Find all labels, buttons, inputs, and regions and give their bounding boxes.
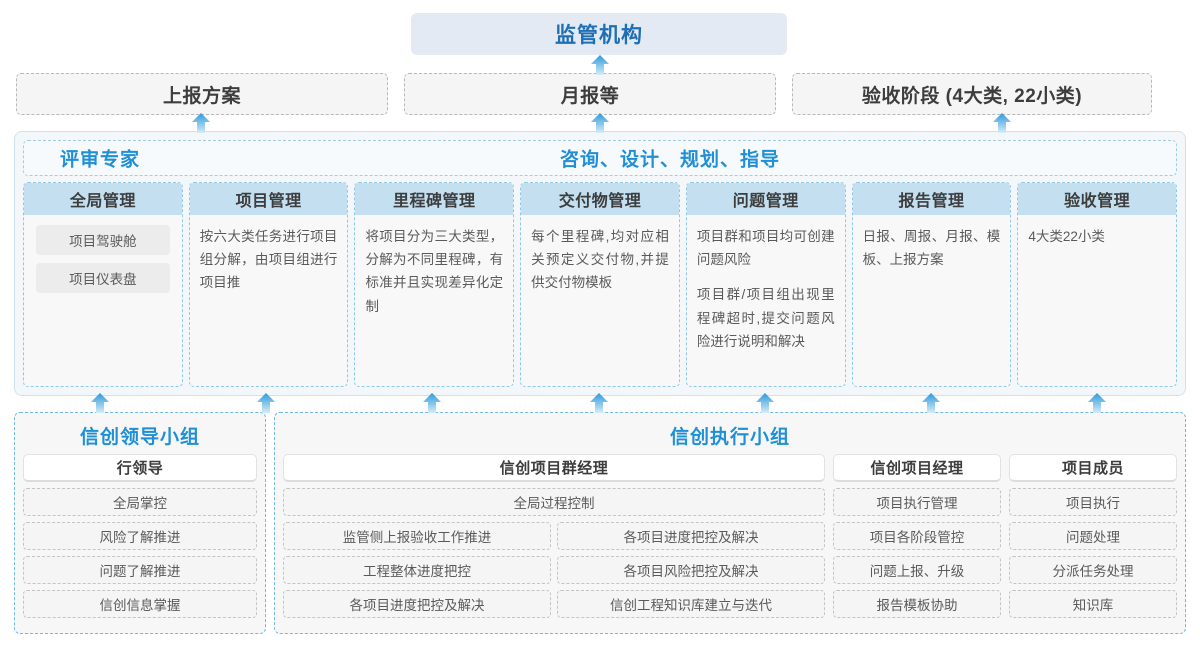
card-title: 里程碑管理 [355,183,514,215]
list-item[interactable]: 问题处理 [1009,522,1177,550]
card-paragraph: 项目群和项目均可创建问题风险 [696,229,835,268]
program-manager-head[interactable]: 信创项目群经理 [283,454,825,482]
card-body: 将项目分为三大类型，分解为不同里程碑，有标准并且实现差异化定制 [355,215,513,386]
management-card-list: 全局管理 项目驾驶舱 项目仪表盘 项目管理 按六大类任务进行项目组分解，由项目组… [23,182,1178,387]
panel-exec-group-title: 信创执行小组 [669,427,790,448]
list-item[interactable]: 信创信息掌握 [23,590,257,618]
exec-group-columns: 信创项目群经理 全局过程控制 监管侧上报验收工作推进 各项目进度把控及解决 工程… [283,454,1177,625]
role-review-expert-label: 评审专家 [60,149,141,171]
card-paragraph: 项目群/项目组出现里程碑超时,提交问题风险进行说明和解决 [696,287,835,349]
list-item[interactable]: 监管侧上报验收工作推进 [283,522,551,550]
card-chip-list: 项目驾驶舱 项目仪表盘 [24,215,182,303]
leader-group-item-list: 全局掌控 风险了解推进 问题了解推进 信创信息掌握 [23,488,257,625]
card-acceptance-management[interactable]: 验收管理 4大类22小类 [1017,182,1178,387]
card-paragraph: 4大类22小类 [1028,229,1105,244]
list-item[interactable]: 项目各阶段管控 [833,522,1001,550]
arrow-up-icon-col-5 [754,392,776,414]
list-item[interactable]: 全局掌控 [23,488,257,516]
arrow-up-icon-to-monthly [589,112,611,134]
program-manager-row: 工程整体进度把控 各项目风险把控及解决 [283,556,825,584]
list-item[interactable]: 问题了解推进 [23,556,257,584]
card-title: 项目管理 [189,183,348,215]
list-item[interactable]: 各项目风险把控及解决 [557,556,825,584]
card-milestone-management[interactable]: 里程碑管理 将项目分为三大类型，分解为不同里程碑，有标准并且实现差异化定制 [354,182,515,387]
card-report-management[interactable]: 报告管理 日报、周报、月报、模板、上报方案 [851,182,1012,387]
panel-leader-group: 信创领导小组 行领导 全局掌控 风险了解推进 问题了解推进 信创信息掌握 [14,412,266,634]
report-box-monthly: 月报等 [404,73,776,115]
card-paragraph: 每个里程碑,均对应相关预定义交付物,并提供交付物模板 [531,229,669,291]
column-project-member: 项目成员 项目执行 问题处理 分派任务处理 知识库 [1009,454,1177,625]
program-manager-row: 监管侧上报验收工作推进 各项目进度把控及解决 [283,522,825,550]
card-title: 验收管理 [1018,183,1177,215]
panel-exec-group: 信创执行小组 信创项目群经理 全局过程控制 监管侧上报验收工作推进 各项目进度把… [274,412,1186,634]
program-manager-full-item[interactable]: 全局过程控制 [283,488,825,516]
list-item[interactable]: 项目执行管理 [833,488,1001,516]
chip-item[interactable]: 项目仪表盘 [36,263,170,293]
report-box-monthly-label: 月报等 [560,85,620,107]
card-project-management[interactable]: 项目管理 按六大类任务进行项目组分解，由项目组进行项目推 [188,182,349,387]
list-item[interactable]: 分派任务处理 [1009,556,1177,584]
panel-leader-group-title: 信创领导小组 [79,427,200,448]
role-consulting-label: 咨询、设计、规划、指导 [559,149,780,171]
list-item[interactable]: 知识库 [1009,590,1177,618]
management-band-header: 评审专家 咨询、设计、规划、指导 [23,140,1177,176]
list-item[interactable]: 问题上报、升级 [833,556,1001,584]
card-body: 每个里程碑,均对应相关预定义交付物,并提供交付物模板 [521,215,679,386]
arrow-up-icon-col-3 [421,392,443,414]
list-item[interactable]: 工程整体进度把控 [283,556,551,584]
card-title: 报告管理 [852,183,1011,215]
project-manager-head[interactable]: 信创项目经理 [833,454,1001,482]
program-manager-row: 各项目进度把控及解决 信创工程知识库建立与迭代 [283,590,825,618]
arrow-up-icon-to-acceptance [991,112,1013,134]
report-row: 上报方案 月报等 验收阶段 (4大类, 22小类) [16,73,1184,115]
arrow-up-icon-col-2 [255,392,277,414]
arrow-up-icon-col-7 [1086,392,1108,414]
card-body: 日报、周报、月报、模板、上报方案 [853,215,1011,386]
regulatory-authority-box: 监管机构 [411,13,787,55]
card-title: 交付物管理 [521,183,679,215]
card-paragraph: 按六大类任务进行项目组分解，由项目组进行项目推 [199,229,338,291]
report-box-acceptance-label: 验收阶段 (4大类, 22小类) [861,85,1083,107]
card-global-management[interactable]: 全局管理 项目驾驶舱 项目仪表盘 [23,182,183,387]
arrow-up-icon-col-1 [89,392,111,414]
regulatory-authority-label: 监管机构 [555,24,643,47]
report-box-plan: 上报方案 [16,73,388,115]
leader-group-column: 行领导 全局掌控 风险了解推进 问题了解推进 信创信息掌握 [23,454,257,625]
card-paragraph: 将项目分为三大类型，分解为不同里程碑，有标准并且实现差异化定制 [365,229,504,314]
chip-item[interactable]: 项目驾驶舱 [36,225,170,255]
card-body: 按六大类任务进行项目组分解，由项目组进行项目推 [190,215,348,386]
arrow-up-icon-col-4 [588,392,610,414]
list-item[interactable]: 各项目进度把控及解决 [283,590,551,618]
card-issue-management[interactable]: 问题管理 项目群和项目均可创建问题风险 项目群/项目组出现里程碑超时,提交问题风… [685,182,846,387]
report-box-plan-label: 上报方案 [162,85,241,107]
column-program-manager: 信创项目群经理 全局过程控制 监管侧上报验收工作推进 各项目进度把控及解决 工程… [283,454,825,625]
leader-group-head[interactable]: 行领导 [23,454,257,482]
card-deliverable-management[interactable]: 交付物管理 每个里程碑,均对应相关预定义交付物,并提供交付物模板 [520,182,680,387]
list-item[interactable]: 信创工程知识库建立与迭代 [557,590,825,618]
management-band: 评审专家 咨询、设计、规划、指导 全局管理 项目驾驶舱 项目仪表盘 项目管理 按… [14,131,1186,396]
list-item[interactable]: 报告模板协助 [833,590,1001,618]
card-paragraph: 日报、周报、月报、模板、上报方案 [862,229,1001,268]
arrow-up-icon-to-authority [589,54,611,76]
project-member-head[interactable]: 项目成员 [1009,454,1177,482]
card-title: 全局管理 [24,183,182,215]
list-item[interactable]: 项目执行 [1009,488,1177,516]
report-box-acceptance: 验收阶段 (4大类, 22小类) [792,73,1152,115]
list-item[interactable]: 各项目进度把控及解决 [557,522,825,550]
card-body: 项目群和项目均可创建问题风险 项目群/项目组出现里程碑超时,提交问题风险进行说明… [687,215,845,386]
column-project-manager: 信创项目经理 项目执行管理 项目各阶段管控 问题上报、升级 报告模板协助 [833,454,1001,625]
list-item[interactable]: 风险了解推进 [23,522,257,550]
card-body: 4大类22小类 [1018,215,1176,386]
arrow-up-icon-to-plan [190,112,212,134]
teams-row: 信创领导小组 行领导 全局掌控 风险了解推进 问题了解推进 信创信息掌握 信创执… [14,412,1186,634]
card-title: 问题管理 [686,183,845,215]
arrow-up-icon-col-6 [920,392,942,414]
